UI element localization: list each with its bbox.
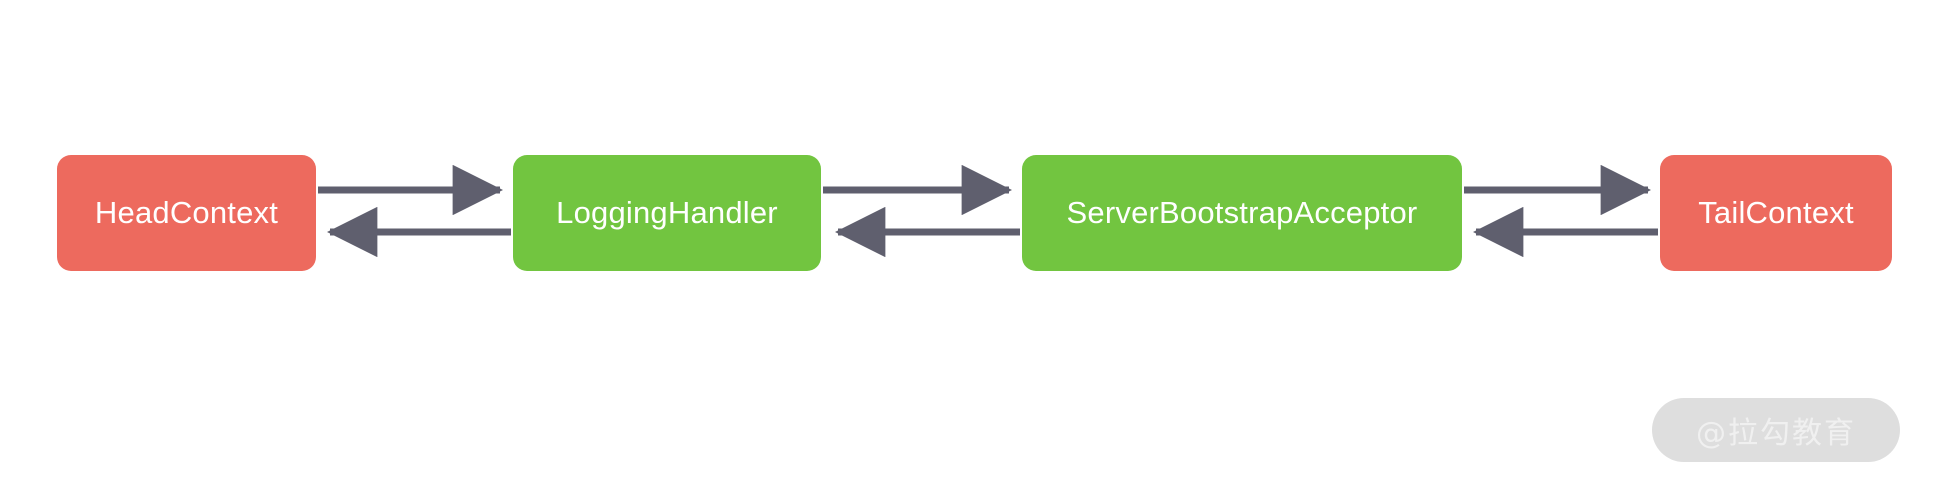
- node-tail-context[interactable]: TailContext: [1660, 155, 1892, 271]
- node-logging-handler-label: LoggingHandler: [556, 195, 778, 230]
- node-server-bootstrap-acceptor[interactable]: ServerBootstrapAcceptor: [1022, 155, 1462, 271]
- node-tail-context-label: TailContext: [1698, 195, 1854, 230]
- node-head-context-label: HeadContext: [94, 195, 279, 230]
- watermark-text: @拉勾教育: [1696, 416, 1856, 451]
- node-logging-handler[interactable]: LoggingHandler: [513, 155, 821, 271]
- watermark-badge: @拉勾教育: [1652, 398, 1900, 462]
- node-server-bootstrap-acceptor-label: ServerBootstrapAcceptor: [1066, 195, 1418, 230]
- node-head-context[interactable]: HeadContext: [57, 155, 316, 271]
